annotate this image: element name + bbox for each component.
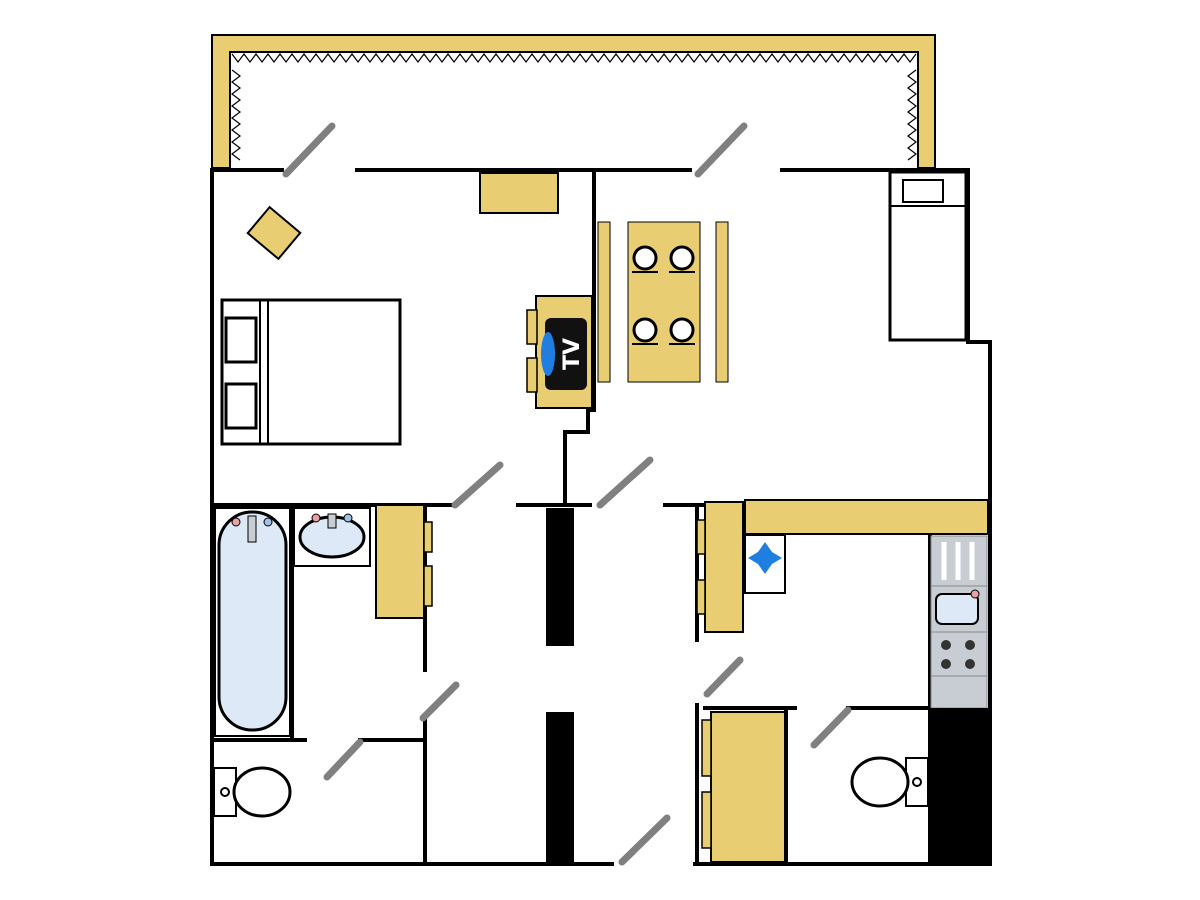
door-swing-icon bbox=[694, 122, 748, 178]
door-swing-icon bbox=[323, 738, 364, 781]
tv-unit: TV bbox=[526, 295, 593, 409]
balcony bbox=[211, 34, 936, 169]
structural-column-lower bbox=[546, 712, 574, 862]
washer-drum-icon bbox=[748, 542, 782, 574]
door-swing-icon bbox=[810, 706, 852, 749]
door-swing-icon bbox=[618, 814, 671, 866]
tv-screen-glow bbox=[541, 332, 555, 376]
toilet-icon bbox=[850, 756, 929, 808]
structural-column-upper bbox=[546, 508, 574, 646]
hall-cabinet-lower bbox=[701, 711, 786, 863]
sink-icon bbox=[293, 507, 371, 567]
door-swing-icon bbox=[703, 656, 744, 698]
tv-label: TV bbox=[560, 338, 585, 370]
dining-chair-icon bbox=[669, 317, 695, 345]
bench-left bbox=[597, 221, 611, 383]
door-swing-icon bbox=[282, 122, 336, 178]
bedroom: TV bbox=[220, 172, 593, 446]
toilet-icon bbox=[213, 766, 292, 818]
doors bbox=[282, 122, 852, 866]
wall-right bbox=[966, 168, 992, 866]
door-swing-icon bbox=[451, 461, 504, 509]
dining-chair-icon bbox=[632, 245, 658, 273]
kitchen bbox=[744, 499, 990, 864]
kitchen-base-cabinet bbox=[930, 675, 988, 709]
bed-icon bbox=[220, 298, 402, 446]
kitchen-tall-unit bbox=[930, 708, 990, 864]
balcony-railing-pattern-left bbox=[231, 69, 241, 161]
wall-bedroom-living bbox=[563, 170, 596, 507]
door-swing-icon bbox=[419, 681, 460, 722]
bathroom-cabinet bbox=[375, 504, 433, 619]
dining-chair-icon bbox=[669, 245, 695, 273]
armchair-icon bbox=[246, 205, 302, 261]
stove-icon bbox=[930, 631, 988, 677]
door-swing-icon bbox=[596, 456, 654, 509]
hall-cabinet-upper bbox=[696, 501, 744, 633]
dining-table bbox=[627, 221, 701, 383]
tv-icon bbox=[545, 318, 587, 390]
balcony-railing-pattern bbox=[231, 53, 917, 63]
balcony-railing-pattern-right bbox=[907, 69, 917, 161]
balcony-railing bbox=[211, 34, 936, 169]
bench-right bbox=[715, 221, 729, 383]
dining-area bbox=[597, 221, 729, 383]
bathtub-icon bbox=[214, 507, 291, 737]
dining-chair-icon bbox=[632, 317, 658, 345]
wardrobe-unit bbox=[888, 170, 968, 342]
bedroom-desk-icon bbox=[479, 172, 559, 214]
kitchen-counter bbox=[744, 499, 989, 535]
bathroom bbox=[214, 504, 433, 737]
